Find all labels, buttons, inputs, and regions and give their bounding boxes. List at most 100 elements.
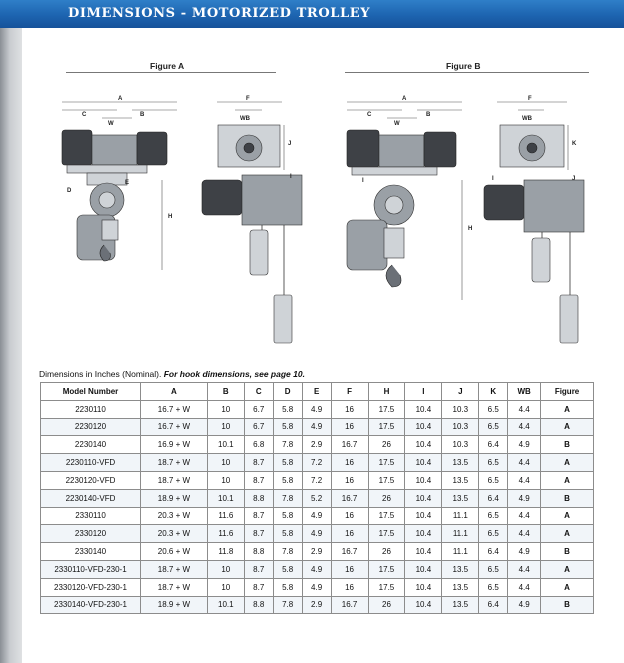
table-cell: 8.8 [243, 595, 274, 615]
table-cell: 4.4 [507, 470, 542, 490]
table-cell: 5.2 [301, 488, 332, 508]
table-cell: 10.3 [441, 399, 480, 419]
table-cell: 6.4 [478, 595, 509, 615]
svg-text:B: B [426, 112, 431, 118]
cell-figure: A [540, 417, 594, 437]
table-cell: 18.7 + W [140, 559, 208, 579]
table-cell: 13.5 [441, 470, 480, 490]
table-cell: 6.4 [478, 488, 509, 508]
table-cell: 11.1 [441, 542, 480, 561]
table-cell: 10.4 [404, 542, 443, 561]
table-cell: 10.1 [206, 488, 245, 508]
figure-a-side-view: A C B W D E H [61, 96, 177, 270]
table-cell: 4.4 [507, 417, 542, 437]
table-cell: 6.4 [478, 435, 509, 455]
table-cell: 4.9 [301, 577, 332, 597]
table-cell: 10.4 [404, 595, 443, 615]
table-cell: 6.7 [243, 399, 274, 419]
table-cell: 10 [206, 453, 245, 472]
table-cell: 11.1 [441, 524, 480, 544]
caption-emphasis: For hook dimensions, see page 10. [163, 369, 305, 379]
svg-text:F: F [528, 96, 532, 102]
table-cell: 16 [330, 399, 369, 419]
cell-model-number: 2330140 [40, 542, 141, 561]
figure-b-rule [345, 72, 589, 73]
table-cell: 10 [206, 417, 245, 437]
svg-text:A: A [402, 96, 407, 102]
table-cell: 10 [206, 470, 245, 490]
table-cell: 13.5 [441, 577, 480, 597]
table-cell: 26 [367, 595, 406, 615]
table-cell: 10.3 [441, 435, 480, 455]
table-cell: 17.5 [367, 577, 406, 597]
table-cell: 6.5 [478, 506, 509, 526]
table-cell: 2.9 [301, 542, 332, 561]
table-cell: 6.5 [478, 399, 509, 419]
table-cell: 4.9 [507, 595, 542, 615]
table-cell: 16.7 [330, 488, 369, 508]
cell-figure: A [540, 524, 594, 544]
cell-model-number: 2330110-VFD-230-1 [40, 559, 141, 579]
table-cell: 16.7 [330, 542, 369, 561]
table-cell: 13.5 [441, 559, 480, 579]
col-header-d: D [272, 382, 303, 401]
figure-a-label: Figure A [150, 61, 185, 71]
table-cell: 7.2 [301, 453, 332, 472]
col-header-b: B [206, 382, 245, 401]
col-header-e: E [301, 382, 332, 401]
svg-text:I: I [492, 176, 494, 182]
table-cell: 20.3 + W [140, 524, 208, 544]
dim-letter-c: C [82, 112, 87, 118]
cell-figure: A [540, 453, 594, 472]
cell-figure: A [540, 399, 594, 419]
svg-text:W: W [394, 121, 400, 127]
table-cell: 16 [330, 470, 369, 490]
figure-a-rule [66, 72, 276, 73]
cell-model-number: 2330120-VFD-230-1 [40, 577, 141, 597]
table-cell: 16 [330, 524, 369, 544]
table-cell: 8.7 [243, 559, 274, 579]
table-cell: 17.5 [367, 524, 406, 544]
table-cell: 11.8 [206, 542, 245, 561]
table-cell: 4.9 [301, 399, 332, 419]
svg-text:I: I [362, 178, 364, 184]
table-cell: 8.7 [243, 470, 274, 490]
cell-figure: A [540, 577, 594, 597]
svg-text:K: K [572, 141, 577, 147]
dim-letter-j: I [290, 174, 292, 180]
table-cell: 10.1 [206, 435, 245, 455]
table-cell: 7.8 [272, 542, 303, 561]
table-cell: 4.9 [301, 559, 332, 579]
table-cell: 8.7 [243, 506, 274, 526]
table-cell: 17.5 [367, 470, 406, 490]
table-cell: 16 [330, 559, 369, 579]
table-cell: 17.5 [367, 453, 406, 472]
table-cell: 26 [367, 542, 406, 561]
cell-model-number: 2230140 [40, 435, 141, 455]
table-cell: 17.5 [367, 399, 406, 419]
col-header-f: F [330, 382, 369, 401]
table-cell: 10.4 [404, 470, 443, 490]
table-cell: 2.9 [301, 435, 332, 455]
table-cell: 4.9 [301, 506, 332, 526]
svg-text:WB: WB [522, 116, 533, 122]
cell-model-number: 2330140-VFD-230-1 [40, 595, 141, 615]
figure-b-end-view: F WB K I J [483, 96, 585, 344]
cell-figure: B [540, 595, 594, 615]
table-cell: 5.8 [272, 453, 303, 472]
table-cell: 6.8 [243, 435, 274, 455]
table-cell: 6.5 [478, 577, 509, 597]
cell-model-number: 2230120 [40, 417, 141, 437]
table-cell: 4.4 [507, 399, 542, 419]
table-cell: 6.5 [478, 417, 509, 437]
col-header-a: A [140, 382, 208, 401]
table-cell: 7.2 [301, 470, 332, 490]
table-cell: 10.4 [404, 435, 443, 455]
table-cell: 6.5 [478, 559, 509, 579]
